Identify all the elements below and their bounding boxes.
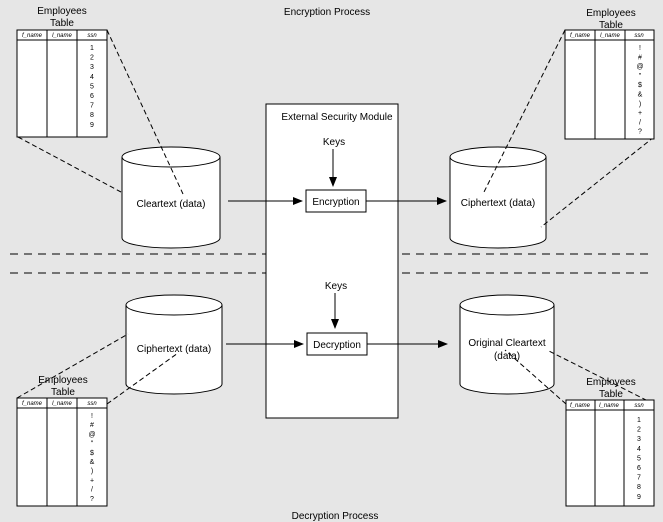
ssn-cell: 3 (90, 64, 94, 71)
external-security-module (265, 103, 399, 419)
ssn-cell: 7 (637, 475, 641, 482)
ssn-cell: 4 (90, 74, 94, 81)
ssn-cell: 6 (637, 465, 641, 472)
ssn-cell: 3 (637, 436, 641, 443)
ssn-cell: # (90, 422, 94, 429)
encryption-process-title: Encryption Process (284, 7, 370, 18)
ssn-cell: 9 (90, 122, 94, 129)
ssn-cell: 8 (637, 484, 641, 491)
col-header-ssn: ssn (87, 401, 97, 407)
ssn-cell: ? (90, 496, 94, 503)
ssn-cell: ! (639, 45, 641, 52)
employees-table-top-right: Employees Table f_name l_name ssn ! # @ " $ &… (564, 8, 655, 140)
table-title-line2: Table (599, 389, 623, 400)
ssn-cell: / (91, 487, 93, 494)
ssn-cell: @ (88, 431, 95, 438)
ssn-cell: ) (91, 468, 93, 475)
callout-lines (16, 29, 655, 405)
ssn-cell: ? (638, 129, 642, 136)
ssn-cell: 2 (637, 427, 641, 434)
cleartext-label: Cleartext (data) (137, 199, 206, 210)
ssn-cell: @ (636, 64, 643, 71)
ssn-cell: # (638, 54, 642, 61)
ssn-cell: / (639, 119, 641, 126)
ssn-cell: $ (90, 450, 94, 457)
ssn-cell: ! (91, 413, 93, 420)
ssn-cell: 4 (637, 446, 641, 453)
keys-label-top: Keys (323, 137, 345, 148)
table-title-line1: Employees (586, 377, 635, 388)
ciphertext-input-cylinder: Ciphertext (data) (125, 294, 223, 395)
employees-table-bottom-right: Employees Table f_name l_name ssn 1 2 3 4 5 6… (565, 377, 655, 507)
col-header-lname: l_name (600, 33, 620, 39)
ssn-cell: 6 (90, 93, 94, 100)
col-header-fname: f_name (570, 403, 591, 409)
table-title-line1: Employees (586, 8, 635, 19)
original-cleartext-label-line2: (data) (494, 351, 520, 362)
employees-table-bottom-left: Employees Table f_name l_name ssn ! # @ " $ &… (16, 375, 108, 507)
col-header-lname: l_name (599, 403, 619, 409)
ssn-cell: 1 (90, 45, 94, 52)
ssn-cell: 2 (90, 55, 94, 62)
col-header-ssn: ssn (634, 33, 644, 39)
col-header-lname: l_name (52, 33, 72, 39)
ssn-cell: 7 (90, 103, 94, 110)
ssn-cell: $ (638, 82, 642, 89)
table-title-line2: Table (51, 387, 75, 398)
col-header-lname: l_name (52, 401, 72, 407)
keys-label-bottom: Keys (325, 281, 347, 292)
original-cleartext-cylinder: Original Cleartext (data) (459, 294, 555, 395)
ssn-cell: & (638, 92, 643, 99)
col-header-fname: f_name (22, 33, 43, 39)
ssn-cell: 5 (637, 455, 641, 462)
ssn-cell: + (90, 477, 94, 484)
col-header-ssn: ssn (87, 33, 97, 39)
employees-table-top-left: Employees Table f_name l_name ssn 1 2 3 4 5 6… (16, 6, 108, 138)
ciphertext-output-cylinder: Ciphertext (data) (449, 146, 547, 249)
ssn-cell: & (90, 459, 95, 466)
ssn-cell: + (638, 110, 642, 117)
table-title-line1: Employees (38, 375, 87, 386)
external-security-module-label: External Security Module (281, 112, 393, 123)
table-title-line2: Table (50, 18, 74, 29)
ssn-cell: " (639, 73, 642, 80)
table-title-line2: Table (599, 20, 623, 31)
encryption-box-label: Encryption (312, 197, 359, 208)
ssn-cell: " (91, 441, 94, 448)
cleartext-cylinder: Cleartext (data) (121, 146, 221, 249)
col-header-fname: f_name (570, 33, 591, 39)
ciphertext-output-label: Ciphertext (data) (461, 198, 535, 209)
col-header-ssn: ssn (634, 403, 644, 409)
decryption-box-label: Decryption (313, 340, 361, 351)
ssn-cell: ) (639, 101, 641, 108)
original-cleartext-label-line1: Original Cleartext (468, 338, 545, 349)
table-title-line1: Employees (37, 6, 86, 17)
ssn-cell: 1 (637, 417, 641, 424)
ssn-cell: 9 (637, 494, 641, 501)
ssn-cell: 5 (90, 83, 94, 90)
col-header-fname: f_name (22, 401, 43, 407)
ssn-cell: 8 (90, 112, 94, 119)
ciphertext-input-label: Ciphertext (data) (137, 344, 211, 355)
decryption-process-title: Decryption Process (292, 511, 379, 522)
